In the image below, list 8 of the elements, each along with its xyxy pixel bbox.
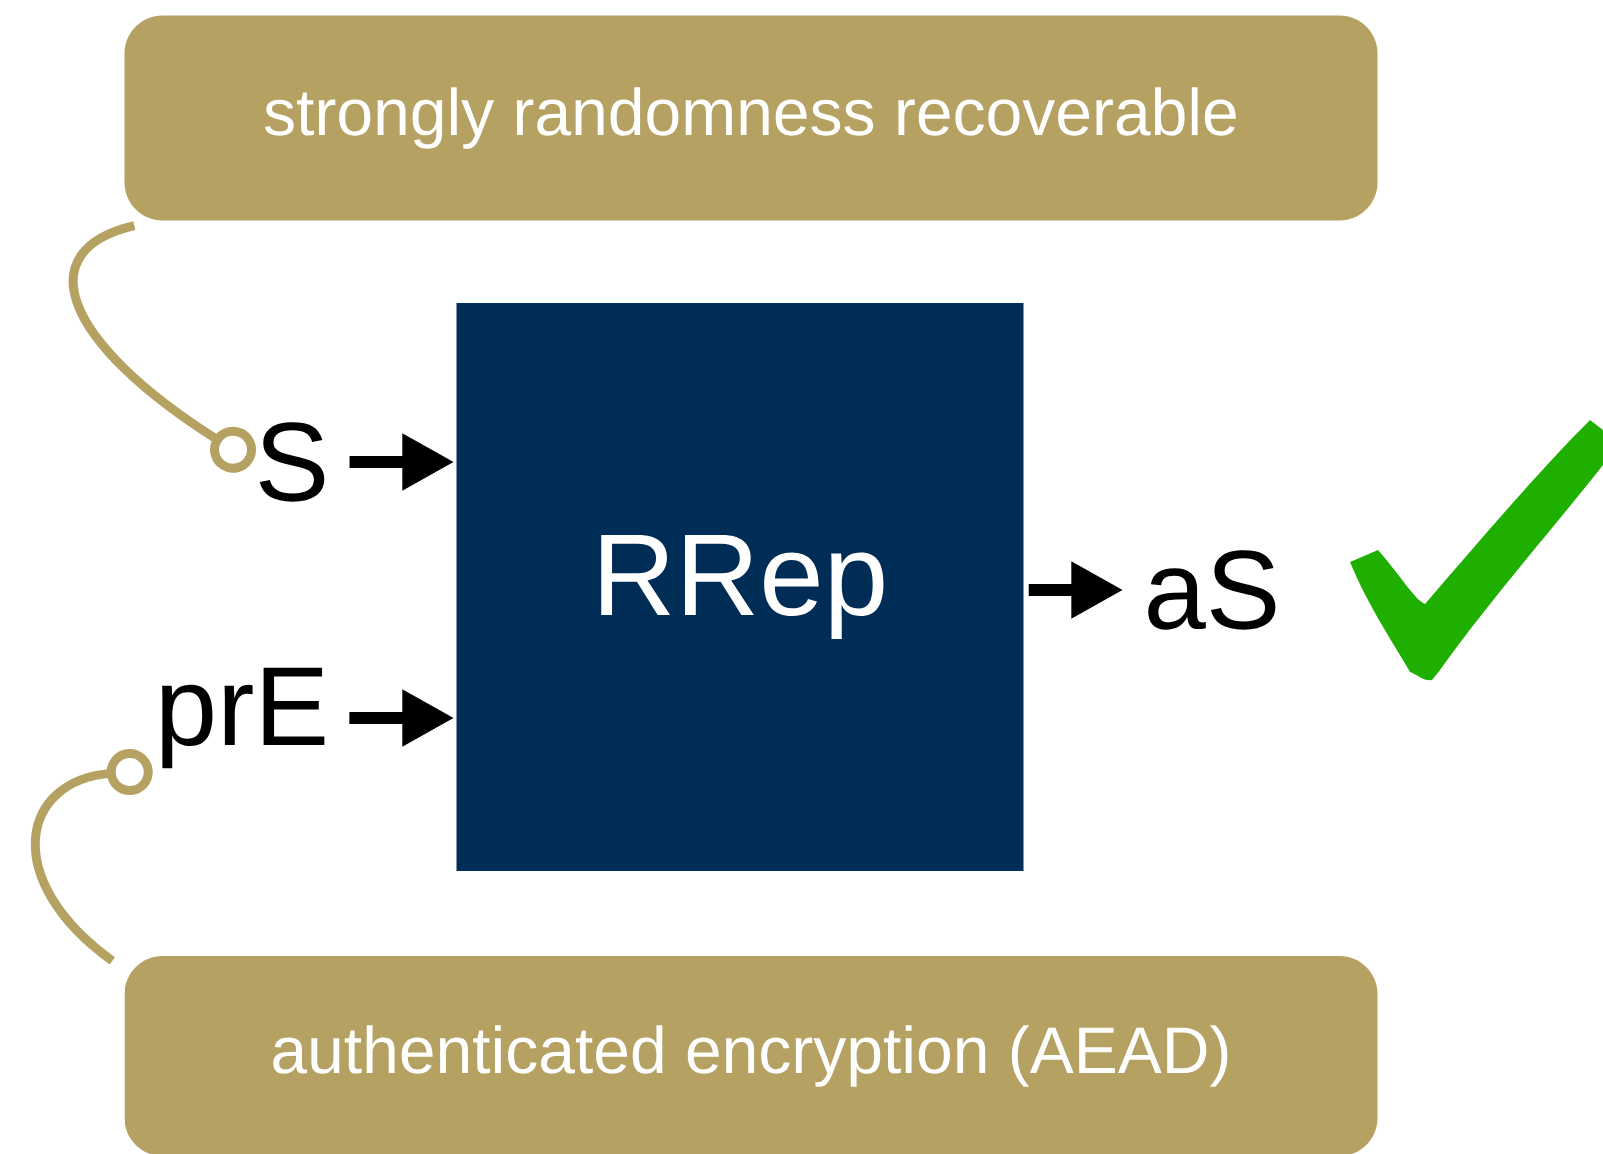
- process-box: RRep: [456, 303, 1024, 871]
- rounded-box: strongly randomness recoverable: [124, 15, 1378, 221]
- leader-line: [68, 221, 256, 473]
- signal-label: prE: [162, 667, 325, 769]
- leader-line: [30, 749, 153, 965]
- signal-label: aS: [1148, 550, 1276, 630]
- rounded-box: authenticated encryption (AEAD): [124, 956, 1378, 1154]
- signal-label: S: [259, 422, 325, 502]
